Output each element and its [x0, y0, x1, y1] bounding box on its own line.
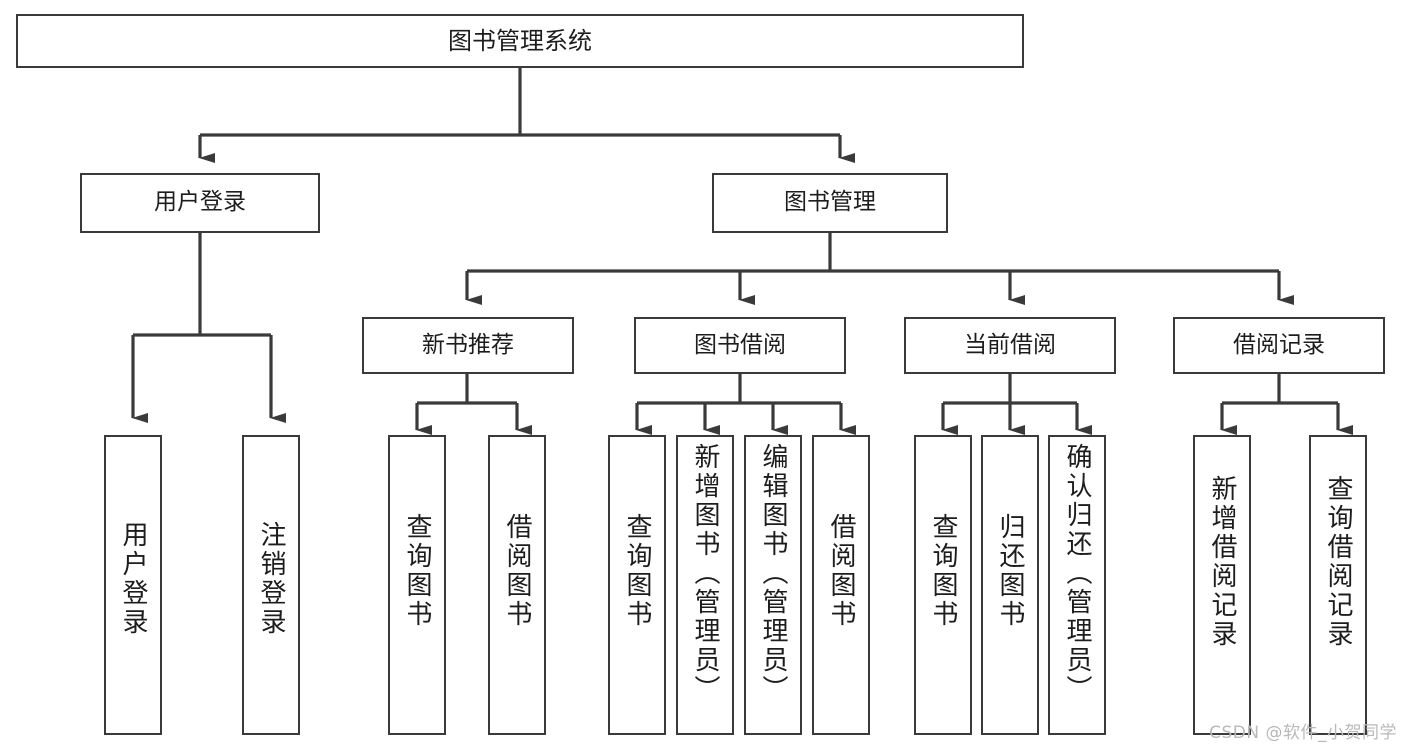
node-label: 编辑图书（管理员）	[758, 443, 788, 704]
node-label: 新增借阅记录	[1207, 475, 1237, 649]
leaf-add-borrow-record[interactable]: 新增借阅记录	[1193, 435, 1251, 735]
leaf-edit-book-admin[interactable]: 编辑图书（管理员）	[744, 435, 802, 735]
node-label: 查询借阅记录	[1323, 475, 1353, 649]
node-label: 查询图书	[402, 513, 432, 629]
node-label: 归还图书	[995, 513, 1025, 629]
node-book-management[interactable]: 图书管理	[712, 173, 948, 233]
leaf-add-book-admin[interactable]: 新增图书（管理员）	[676, 435, 734, 735]
node-label: 新书推荐	[422, 331, 514, 358]
node-label: 新增图书（管理员）	[690, 443, 720, 704]
node-label: 图书管理	[784, 189, 876, 216]
node-borrow-record[interactable]: 借阅记录	[1173, 317, 1385, 374]
node-label: 图书管理系统	[448, 26, 592, 55]
node-label: 注销登录	[256, 521, 286, 637]
node-label: 借阅记录	[1233, 331, 1325, 358]
node-current-borrow[interactable]: 当前借阅	[904, 317, 1116, 374]
leaf-user-login[interactable]: 用户登录	[104, 435, 162, 735]
node-book-borrow[interactable]: 图书借阅	[634, 317, 846, 374]
node-label: 用户登录	[154, 189, 246, 216]
node-label: 确认归还（管理员）	[1062, 443, 1092, 704]
node-label: 借阅图书	[826, 513, 856, 629]
node-user-login[interactable]: 用户登录	[80, 173, 320, 233]
node-root-system[interactable]: 图书管理系统	[16, 14, 1024, 68]
node-label: 当前借阅	[964, 331, 1056, 358]
leaf-query-book-recommend[interactable]: 查询图书	[388, 435, 446, 735]
leaf-query-book-current[interactable]: 查询图书	[914, 435, 972, 735]
node-label: 查询图书	[622, 513, 652, 629]
csdn-watermark: CSDN @软件_小贺同学	[1209, 723, 1397, 743]
leaf-borrow-book-borrow[interactable]: 借阅图书	[812, 435, 870, 735]
node-label: 借阅图书	[502, 513, 532, 629]
leaf-return-book[interactable]: 归还图书	[981, 435, 1039, 735]
leaf-borrow-book-recommend[interactable]: 借阅图书	[488, 435, 546, 735]
node-label: 图书借阅	[694, 331, 786, 358]
leaf-query-borrow-record[interactable]: 查询借阅记录	[1309, 435, 1367, 735]
node-label: 查询图书	[928, 513, 958, 629]
node-label: 用户登录	[118, 521, 148, 637]
leaf-logout[interactable]: 注销登录	[242, 435, 300, 735]
leaf-confirm-return-admin[interactable]: 确认归还（管理员）	[1048, 435, 1106, 735]
leaf-query-book-borrow[interactable]: 查询图书	[608, 435, 666, 735]
node-new-book-recommendation[interactable]: 新书推荐	[362, 317, 574, 374]
